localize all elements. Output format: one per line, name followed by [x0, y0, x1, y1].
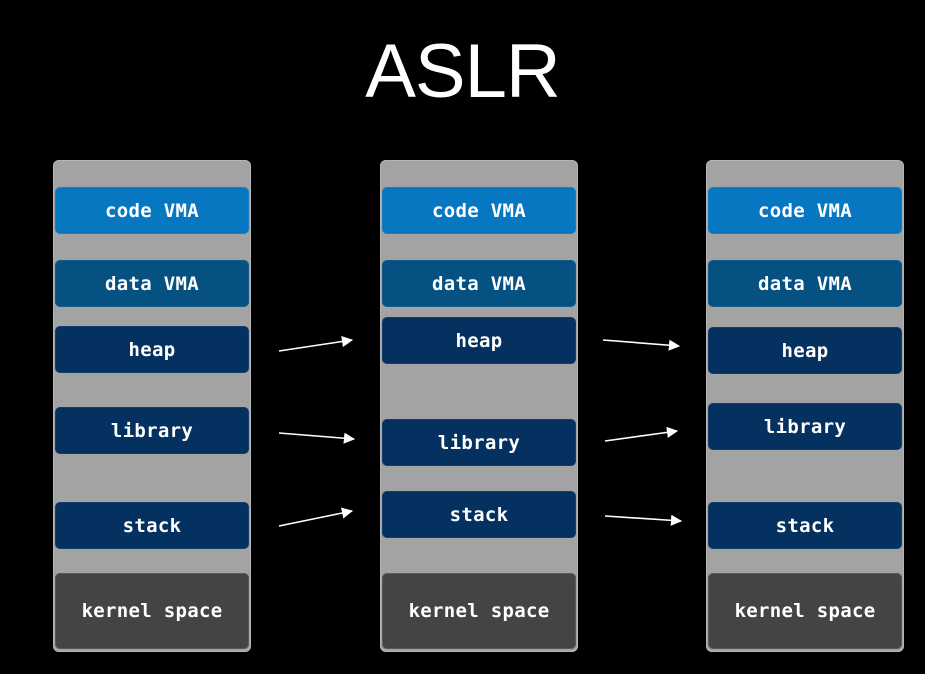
heap-segment: heap [708, 327, 902, 374]
heap-segment: heap [382, 317, 576, 364]
kernel-space-segment: kernel space [382, 573, 576, 649]
code-vma-segment: code VMA [382, 187, 576, 234]
kernel-space-segment: kernel space [55, 573, 249, 649]
library-segment: library [55, 407, 249, 454]
stack-segment: stack [55, 502, 249, 549]
data-vma-segment: data VMA [708, 260, 902, 307]
kernel-space-segment: kernel space [708, 573, 902, 649]
stack-segment: stack [382, 491, 576, 538]
code-vma-segment: code VMA [55, 187, 249, 234]
memory-layout-column-1: code VMA data VMA heap library stack ker… [53, 160, 251, 652]
memory-layout-column-2: code VMA data VMA heap library stack ker… [380, 160, 578, 652]
library-segment: library [708, 403, 902, 450]
code-vma-segment: code VMA [708, 187, 902, 234]
memory-layout-column-3: code VMA data VMA heap library stack ker… [706, 160, 904, 652]
stack-segment: stack [708, 502, 902, 549]
library-arrow-2 [604, 426, 679, 442]
heap-arrow-2 [602, 339, 681, 351]
heap-segment: heap [55, 326, 249, 373]
library-segment: library [382, 419, 576, 466]
data-vma-segment: data VMA [382, 260, 576, 307]
data-vma-segment: data VMA [55, 260, 249, 307]
stack-arrow-2 [604, 514, 683, 526]
library-arrow-1 [278, 432, 356, 444]
heap-arrow-1 [278, 335, 354, 352]
stack-arrow-1 [278, 507, 354, 527]
page-title: ASLR [365, 29, 561, 114]
